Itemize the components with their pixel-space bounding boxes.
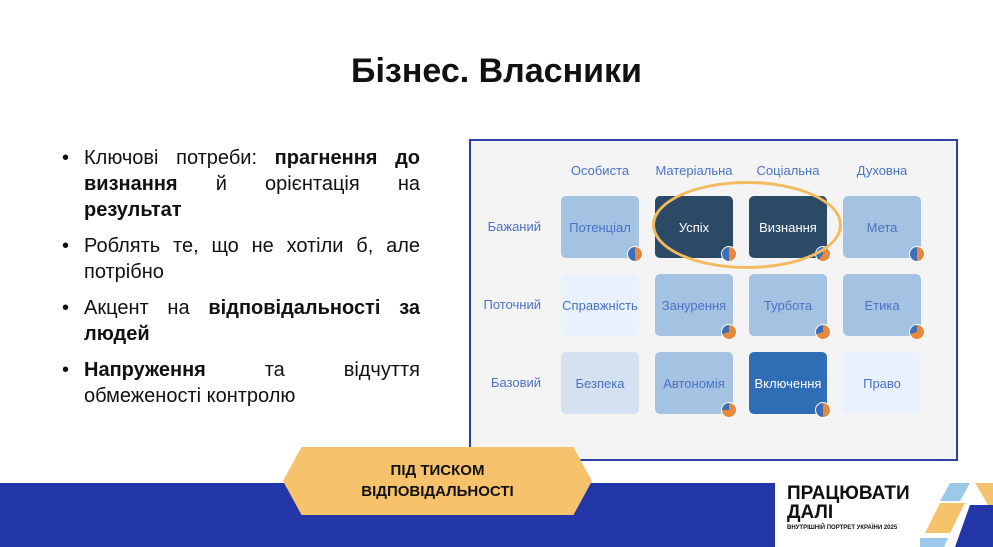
cell-label: Етика bbox=[864, 297, 900, 313]
bullet-list: Ключові потреби: прагнення до визнання й… bbox=[62, 145, 420, 419]
pie-indicator-icon bbox=[627, 246, 643, 262]
pie-indicator-icon bbox=[721, 324, 737, 340]
cell-label: Включення bbox=[754, 375, 822, 391]
row-header: Бажаний bbox=[487, 219, 541, 234]
cell-label: Справжність bbox=[562, 297, 638, 313]
banner-line-2: ВІДПОВІДАЛЬНОСТІ bbox=[361, 483, 514, 500]
text: й орієнтація на bbox=[177, 173, 420, 195]
cell-label: Безпека bbox=[575, 375, 625, 391]
matrix-cell: Занурення bbox=[655, 274, 737, 340]
bullet-item: Напруження та відчуття обмеженості контр… bbox=[62, 357, 420, 409]
pie-indicator-icon bbox=[815, 402, 831, 418]
row-header: Базовий bbox=[490, 375, 541, 390]
page-title: Бізнес. Власники bbox=[351, 52, 642, 90]
bullet-item: Ключові потреби: прагнення до визнання й… bbox=[62, 145, 420, 223]
matrix-cell: Потенціал bbox=[561, 196, 643, 262]
logo: ПРАЦЮВАТИ ДАЛІ ВНУТРІШНІЙ ПОРТРЕТ УКРАЇН… bbox=[787, 484, 910, 531]
pie-indicator-icon bbox=[909, 246, 925, 262]
matrix-cell: Етика bbox=[843, 274, 925, 340]
text: Роблять те, що не хотіли б, але потрібно bbox=[84, 235, 420, 283]
pie-indicator-icon bbox=[721, 402, 737, 418]
matrix-cell: Успіх bbox=[655, 196, 737, 262]
cell-label: Автономія bbox=[663, 375, 725, 391]
row-header: Поточний bbox=[483, 297, 541, 312]
logo-pattern-icon bbox=[920, 483, 993, 547]
matrix-cell: Включення bbox=[749, 352, 831, 418]
bold-text: результат bbox=[84, 199, 182, 221]
column-header: Духовна bbox=[856, 163, 908, 178]
pie-indicator-icon bbox=[815, 246, 831, 262]
banner-line-1: ПІД ТИСКОМ bbox=[390, 462, 485, 479]
matrix-cell: Право bbox=[843, 352, 921, 414]
cell-label: Право bbox=[863, 375, 901, 391]
cell-label: Мета bbox=[866, 219, 898, 235]
cell-label: Турбота bbox=[763, 297, 813, 313]
column-header: Соціальна bbox=[756, 163, 820, 178]
pie-indicator-icon bbox=[909, 324, 925, 340]
cell-label: Успіх bbox=[678, 219, 710, 235]
matrix-cell: Безпека bbox=[561, 352, 639, 414]
bold-text: прагнення до визнання bbox=[84, 147, 420, 195]
text: Акцент на bbox=[84, 297, 209, 319]
bullet-item: Роблять те, що не хотіли б, але потрібно bbox=[62, 233, 420, 285]
bullet-item: Акцент на відповідальності за людей bbox=[62, 295, 420, 347]
text: та відчуття обмеженості контролю bbox=[84, 359, 420, 407]
matrix-cell: Автономія bbox=[655, 352, 737, 418]
bold-text: Напруження bbox=[84, 359, 206, 381]
pie-indicator-icon bbox=[721, 246, 737, 262]
cell-label: Потенціал bbox=[569, 219, 631, 235]
column-header: Матеріальна bbox=[655, 163, 733, 178]
matrix-cell: Справжність bbox=[561, 274, 639, 336]
cell-label: Визнання bbox=[759, 219, 817, 235]
logo-line-2: ДАЛІ bbox=[787, 502, 834, 523]
logo-subtitle: ВНУТРІШНІЙ ПОРТРЕТ УКРАЇНИ 2025 bbox=[787, 525, 898, 531]
logo-line-1: ПРАЦЮВАТИ bbox=[787, 483, 910, 504]
bold-text: відповідальності за людей bbox=[84, 297, 420, 345]
text: Ключові потреби: bbox=[84, 147, 275, 169]
matrix-cell: Турбота bbox=[749, 274, 831, 340]
cell-label: Занурення bbox=[661, 297, 727, 313]
matrix-cell: Визнання bbox=[749, 196, 831, 262]
column-header: Особиста bbox=[570, 163, 630, 178]
pie-indicator-icon bbox=[815, 324, 831, 340]
banner-callout: ПІД ТИСКОМ ВІДПОВІДАЛЬНОСТІ bbox=[283, 447, 592, 515]
needs-matrix: Право Включення Автономія Безпека Етика Турбо… bbox=[469, 139, 958, 461]
matrix-cell: Мета bbox=[843, 196, 925, 262]
